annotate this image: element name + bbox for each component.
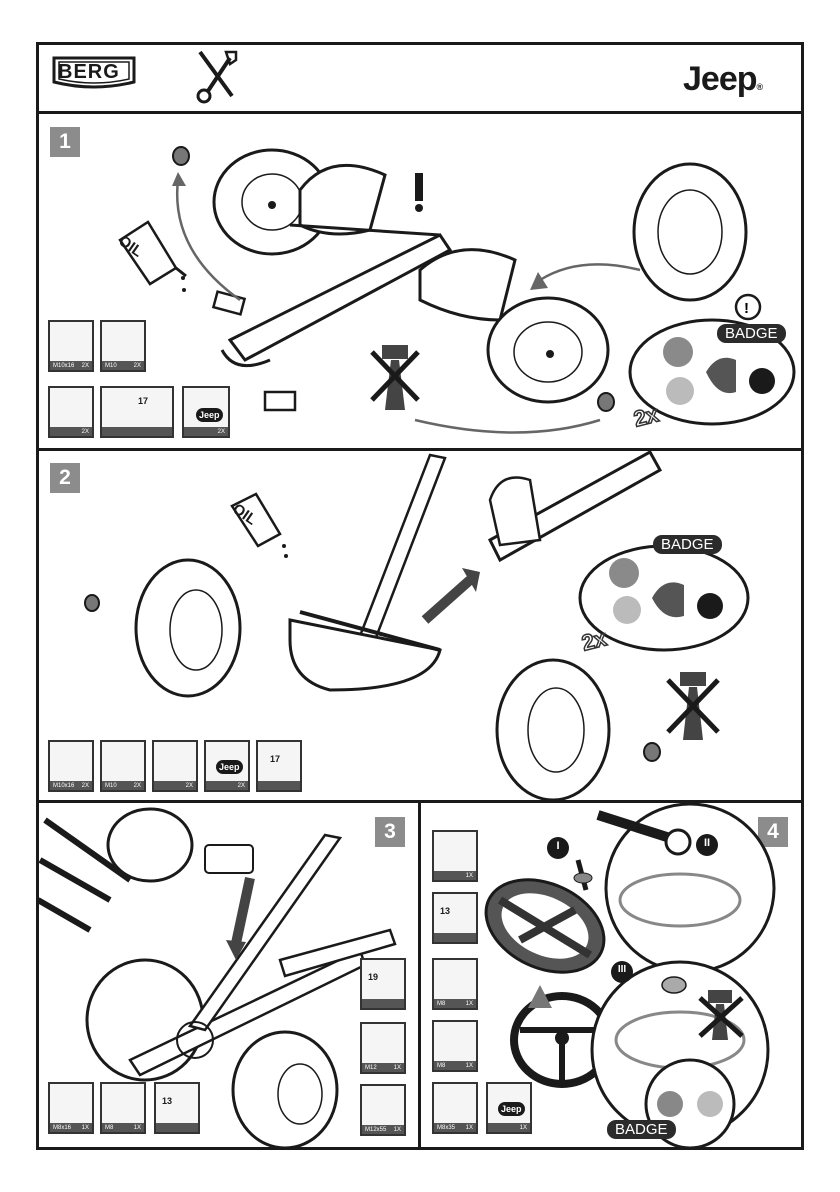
sub-step-II: II — [700, 837, 714, 849]
sub-step-I: I — [553, 840, 563, 852]
part-tile: 1X — [432, 830, 478, 882]
badge-label-4: BADGE — [607, 1120, 676, 1139]
part-tile: 13 — [432, 892, 478, 944]
part-tile: Jeep 1X — [486, 1082, 532, 1134]
sub-step-III: III — [614, 964, 630, 975]
